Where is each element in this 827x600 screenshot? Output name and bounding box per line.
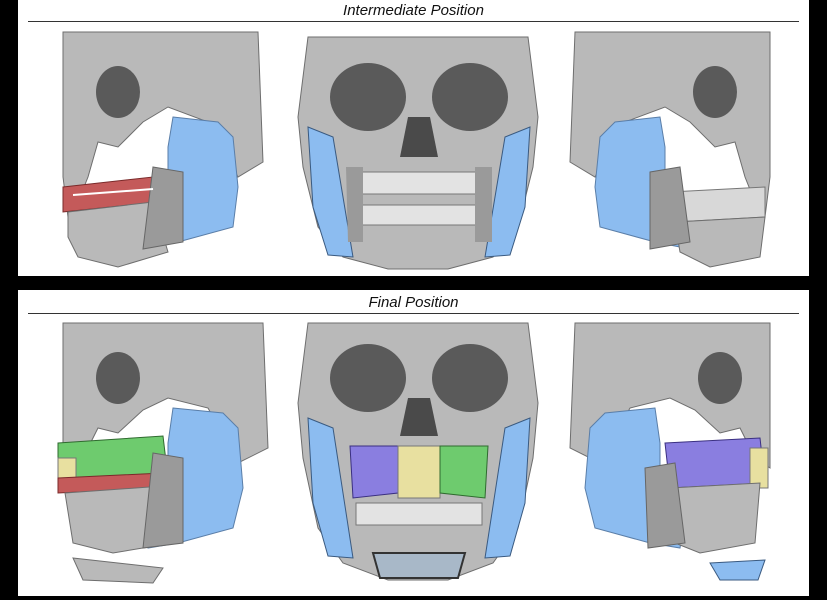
intermediate-panel: Intermediate Position [18,0,809,276]
skull-frontal-view [288,27,550,272]
skull-left-lateral-view [53,318,278,593]
skull-right-lateral-view [560,27,775,272]
title-divider [28,21,799,22]
final-title: Final Position [368,294,459,311]
title-divider [28,313,799,314]
skull-left-lateral-view [58,27,276,272]
final-panel: Final Position [18,290,809,596]
skull-right-lateral-view [560,318,775,593]
intermediate-title: Intermediate Position [343,2,484,19]
skull-frontal-view [288,318,550,593]
